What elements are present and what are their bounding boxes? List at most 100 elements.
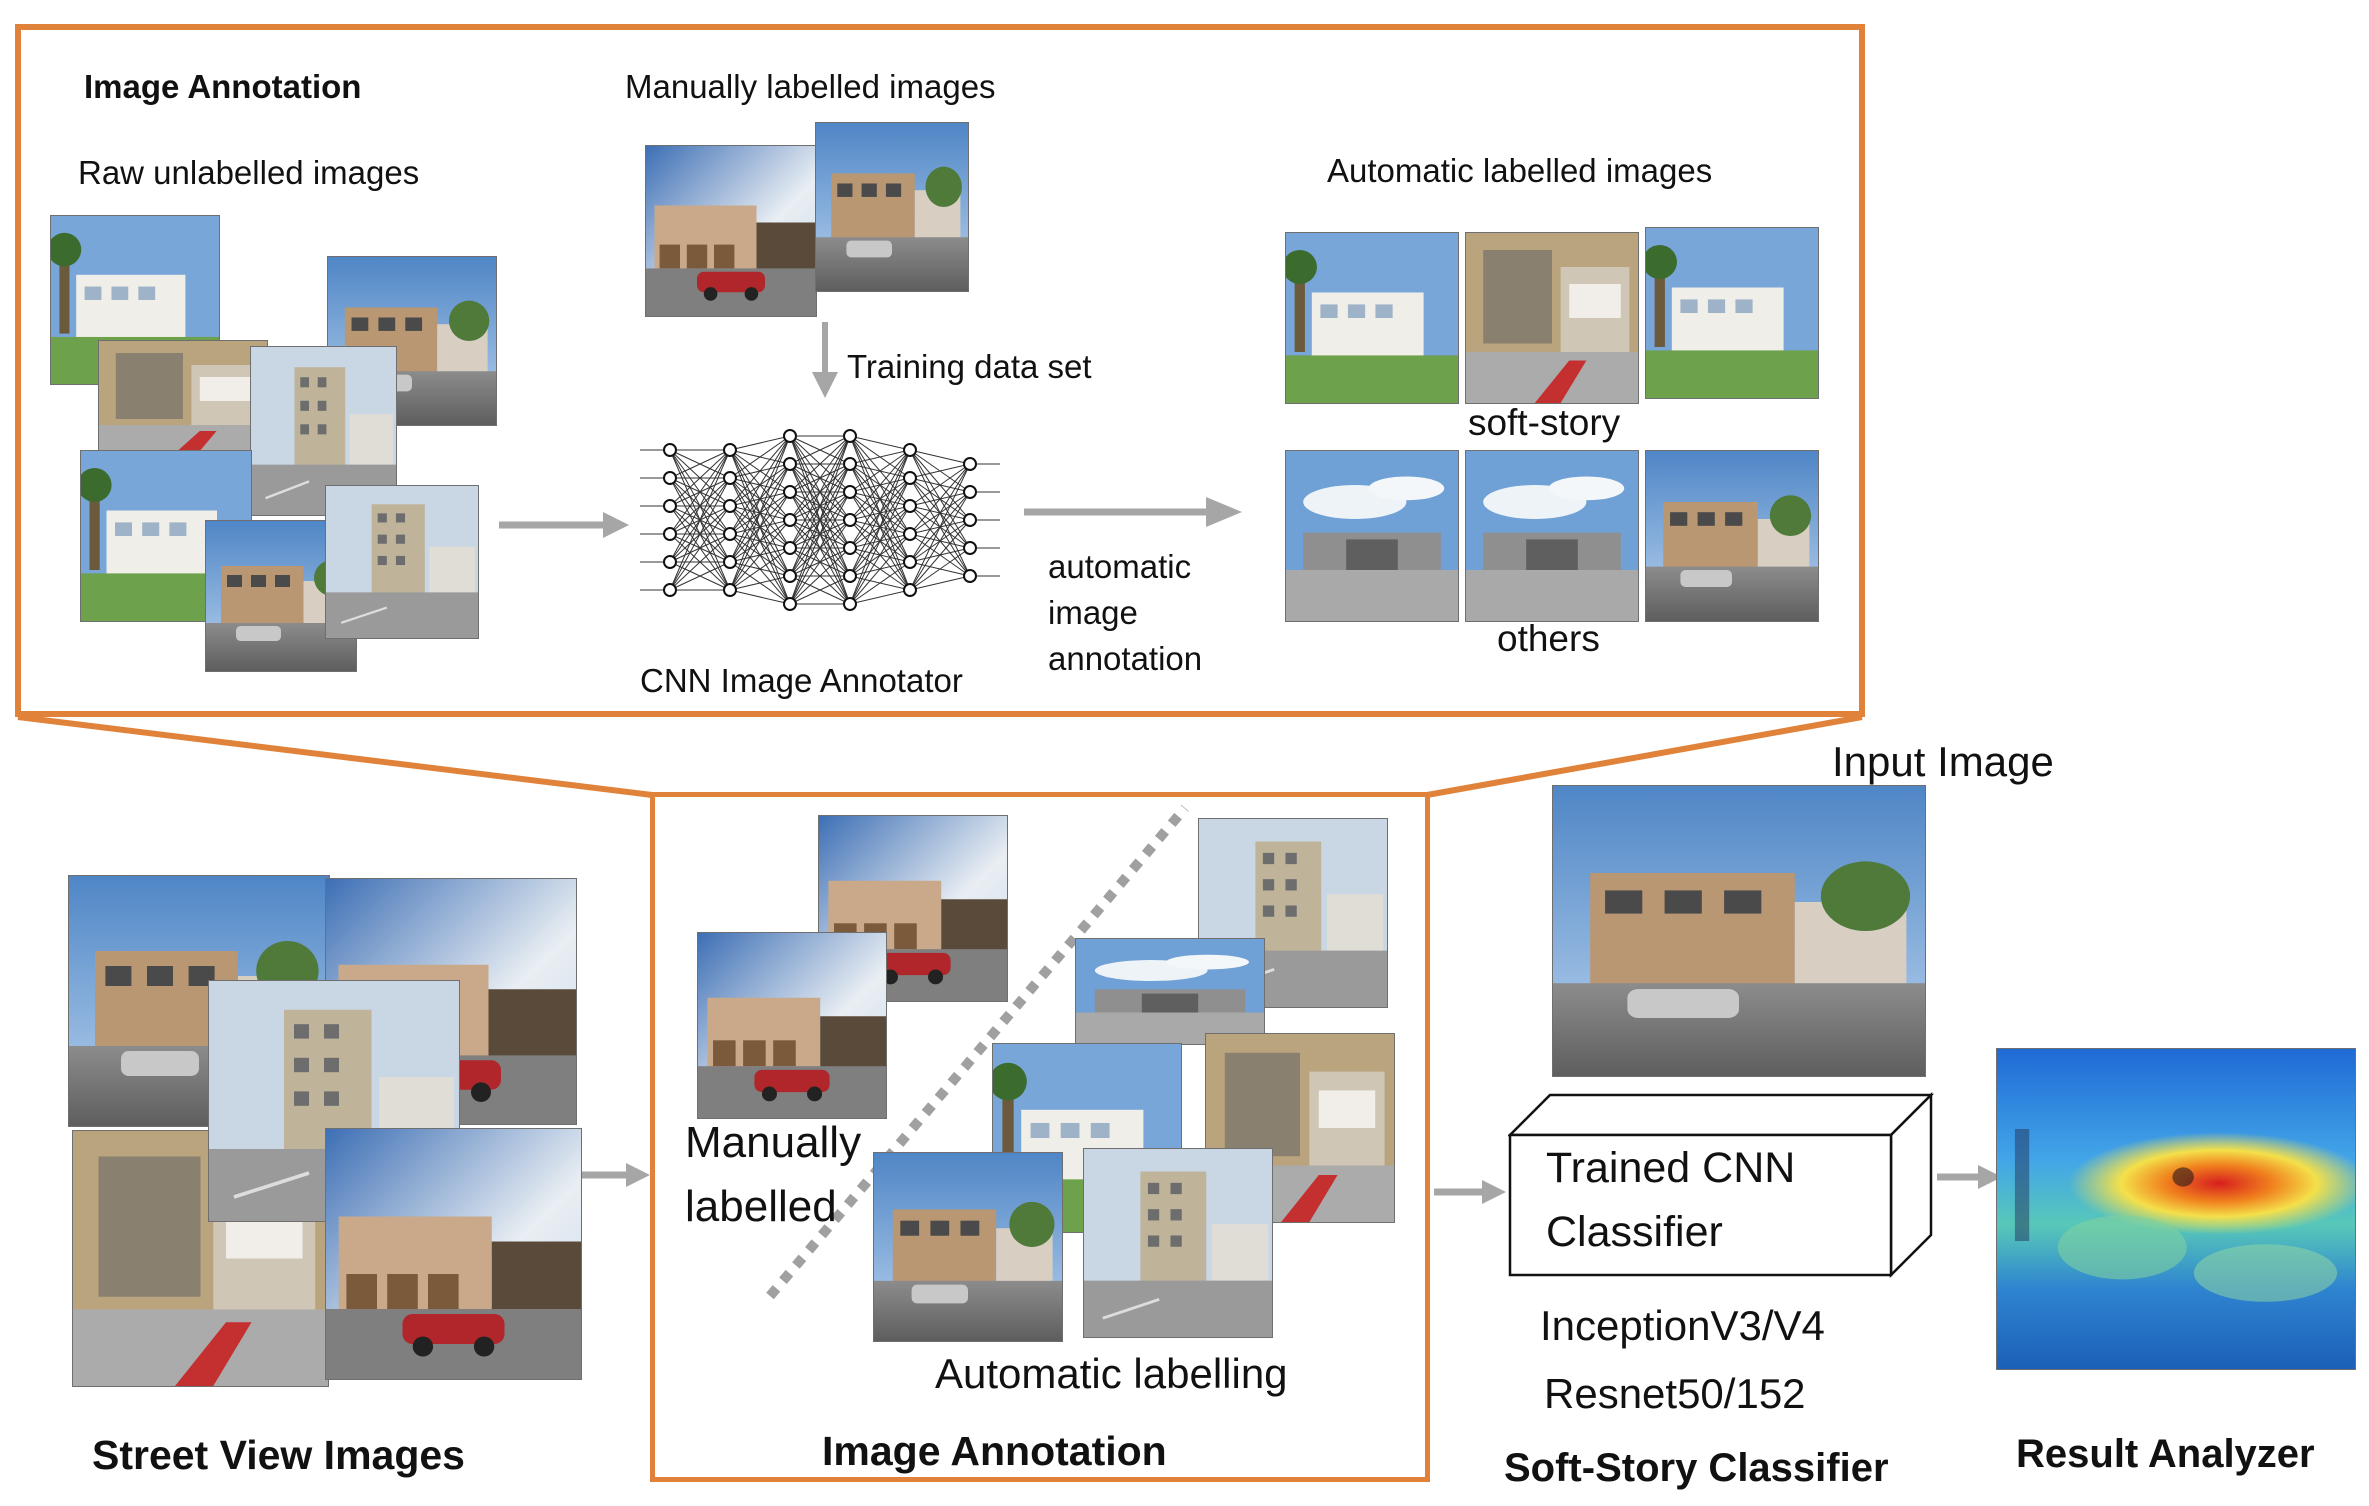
network-node <box>903 583 917 597</box>
model-line-2: Resnet50/152 <box>1544 1370 1806 1417</box>
network-edge <box>849 449 911 465</box>
network-edge <box>729 547 791 591</box>
auto-annotation-line-2: image <box>1048 594 1138 631</box>
arrow-annotation-to-classifier <box>1434 1180 1506 1204</box>
softstory-image-3 <box>1645 227 1819 399</box>
network-edge <box>849 533 911 605</box>
network-node <box>723 471 737 485</box>
network-node <box>783 597 797 611</box>
network-edge <box>789 435 851 521</box>
network-node <box>843 485 857 499</box>
network-edge <box>669 533 731 591</box>
network-node <box>903 443 917 457</box>
network-edge <box>909 575 971 591</box>
network-node <box>903 471 917 485</box>
network-node <box>843 429 857 443</box>
network-node <box>783 513 797 527</box>
cnn-annotator-label: CNN Image Annotator <box>640 662 963 699</box>
network-node <box>723 555 737 569</box>
network-edge <box>669 449 731 535</box>
network-edge <box>789 435 851 577</box>
softstory-image-1 <box>1285 232 1459 404</box>
network-edge <box>849 435 911 451</box>
arrow-training-down <box>812 322 838 398</box>
network-edge <box>669 505 731 591</box>
network-edge <box>849 477 911 605</box>
network-node <box>663 443 677 457</box>
network-edge <box>669 477 731 591</box>
bottom-manual-image-1 <box>818 815 1008 1002</box>
arrow-raw-to-cnn <box>499 512 629 538</box>
bottom-auto-image-5 <box>1083 1148 1273 1338</box>
network-node <box>903 499 917 513</box>
network-node <box>843 597 857 611</box>
class-label-softstory: soft-story <box>1468 402 1621 443</box>
annotation-detail-frame <box>15 24 1865 717</box>
bottom-auto-image-6 <box>873 1152 1063 1342</box>
classifier-box-line-1: Trained CNN <box>1546 1144 1796 1192</box>
auto-annotation-line-1: automatic <box>1048 548 1192 585</box>
network-edge <box>789 519 851 605</box>
model-line-1: InceptionV3/V4 <box>1540 1302 1825 1349</box>
raw-image-7 <box>325 485 479 639</box>
bottom-manual-image-2 <box>697 932 887 1119</box>
network-edge <box>729 491 791 591</box>
manually-labelled-line-2: labelled <box>685 1182 837 1231</box>
arrow-street-to-annotation <box>582 1163 650 1187</box>
network-edge <box>729 435 791 479</box>
network-edge <box>789 435 851 605</box>
arrow-cnn-to-auto <box>1024 497 1242 527</box>
network-edge <box>849 449 911 549</box>
network-node <box>663 583 677 597</box>
others-image-2 <box>1465 450 1639 622</box>
network-edge <box>789 463 851 605</box>
network-edge <box>729 519 791 591</box>
network-node <box>843 569 857 583</box>
zoom-line-left <box>17 714 653 798</box>
network-edge <box>849 449 911 521</box>
network-node <box>903 555 917 569</box>
network-node <box>903 527 917 541</box>
network-edge <box>729 435 791 563</box>
network-edge <box>909 463 971 479</box>
network-node <box>783 457 797 471</box>
network-edge <box>909 449 971 465</box>
network-edge <box>729 435 791 451</box>
manual-image-2 <box>815 122 969 292</box>
image-annotation-label: Image Annotation <box>822 1428 1167 1474</box>
network-edge <box>669 449 731 479</box>
network-node <box>723 527 737 541</box>
network-node <box>963 485 977 499</box>
softstory-classifier-label: Soft-Story Classifier <box>1504 1446 1889 1490</box>
network-edge <box>729 435 791 591</box>
network-edge <box>849 449 911 577</box>
arrow-classifier-to-result <box>1937 1165 2002 1189</box>
raw-image-3 <box>98 340 268 462</box>
cnn-network-diagram <box>640 429 1000 611</box>
manually-labelled-line-1: Manually <box>685 1118 862 1167</box>
network-node <box>843 457 857 471</box>
softstory-image-2 <box>1465 232 1639 404</box>
auto-labelled-title: Automatic labelled images <box>1327 152 1713 189</box>
network-edge <box>789 435 851 465</box>
network-edge <box>789 435 851 493</box>
network-edge <box>849 589 911 605</box>
network-node <box>723 499 737 513</box>
network-edge <box>669 561 731 591</box>
network-edge <box>669 449 731 591</box>
network-edge <box>849 449 911 493</box>
network-edge <box>789 435 851 549</box>
bottom-auto-image-1 <box>1198 818 1388 1008</box>
manual-image-1 <box>645 145 817 317</box>
training-set-label: Training data set <box>847 348 1092 385</box>
street-image-5 <box>325 1128 582 1380</box>
network-edge <box>729 463 791 591</box>
network-node <box>783 429 797 443</box>
automatic-labelling-label: Automatic labelling <box>935 1350 1288 1397</box>
network-edge <box>909 463 971 563</box>
network-node <box>843 513 857 527</box>
class-label-others: others <box>1497 618 1600 659</box>
network-edge <box>909 547 971 591</box>
network-node <box>963 457 977 471</box>
classifier-box <box>1508 1091 1935 1279</box>
